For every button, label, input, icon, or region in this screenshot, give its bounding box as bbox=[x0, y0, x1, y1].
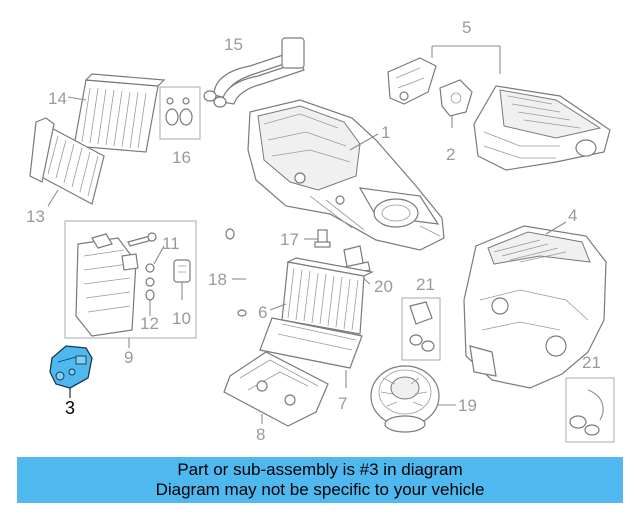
callout-4: 4 bbox=[568, 206, 577, 225]
part-15-heater-hoses bbox=[203, 37, 305, 108]
callout-10: 10 bbox=[172, 309, 191, 328]
part-8-bracket bbox=[223, 351, 329, 427]
part-10-valve bbox=[173, 259, 191, 300]
callout-17: 17 bbox=[280, 230, 299, 249]
callout-15: 15 bbox=[224, 35, 243, 54]
callout-19: 19 bbox=[458, 396, 477, 415]
callout-5: 5 bbox=[462, 18, 471, 37]
part-9-box bbox=[64, 220, 197, 339]
part-17-bolt bbox=[314, 229, 331, 248]
part-2-actuator bbox=[439, 79, 473, 128]
part-4-lower-housing bbox=[463, 225, 607, 389]
part-11-clip bbox=[145, 263, 155, 287]
part-5-actuator-left bbox=[387, 57, 437, 105]
part-9-evaporator-module bbox=[75, 233, 139, 337]
callout-18: 18 bbox=[208, 270, 227, 289]
part-screw bbox=[127, 232, 157, 247]
callout-13: 13 bbox=[26, 207, 45, 226]
callout-6: 6 bbox=[258, 303, 267, 322]
callout-8: 8 bbox=[256, 425, 265, 444]
part-5-upper-housing bbox=[473, 85, 611, 171]
callout-16: 16 bbox=[172, 148, 191, 167]
part-18-drain-hose bbox=[225, 228, 254, 317]
callout-9: 9 bbox=[124, 348, 133, 367]
callout-1: 1 bbox=[381, 123, 390, 142]
part-19-blower-motor bbox=[370, 365, 440, 433]
part-21-box-lower bbox=[565, 377, 615, 443]
part-3-highlighted bbox=[49, 345, 93, 389]
callout-7: 7 bbox=[338, 394, 347, 413]
part-21-seals-upper bbox=[409, 301, 435, 352]
banner-line-2: Diagram may not be specific to your vehi… bbox=[155, 480, 485, 499]
callout-11: 11 bbox=[162, 234, 180, 253]
info-banner: Part or sub-assembly is #3 in diagram Di… bbox=[17, 457, 623, 503]
callout-20: 20 bbox=[374, 277, 393, 296]
part-7-filter-cover bbox=[259, 317, 363, 369]
part-13-evaporator bbox=[29, 117, 105, 205]
exploded-parts-diagram: 15 14 13 16 1 5 bbox=[26, 18, 615, 444]
part-16-box bbox=[159, 86, 201, 140]
callout-21-lower: 21 bbox=[582, 353, 601, 372]
part-14-heater-core bbox=[73, 73, 166, 153]
part-21-seals-lower bbox=[569, 389, 604, 436]
part-6-cabin-filter bbox=[281, 257, 374, 335]
banner-line-1: Part or sub-assembly is #3 in diagram bbox=[177, 460, 463, 479]
callout-21-upper: 21 bbox=[416, 275, 435, 294]
part-12-grommet bbox=[145, 289, 155, 301]
part-16-clamps bbox=[165, 97, 193, 126]
part-1-hvac-housing bbox=[247, 99, 445, 251]
callout-3: 3 bbox=[65, 398, 75, 418]
part-21-box-upper bbox=[401, 297, 441, 361]
callout-2: 2 bbox=[446, 145, 455, 164]
callout-12: 12 bbox=[140, 314, 159, 333]
callout-14: 14 bbox=[48, 89, 67, 108]
